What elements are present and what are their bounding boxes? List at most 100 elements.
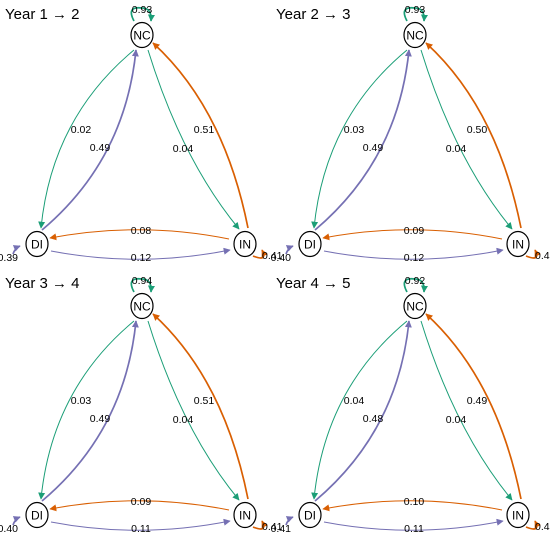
panel-title: Year 2 → 3 — [276, 6, 351, 23]
edge-label-di-to-di: 0.40 — [271, 252, 292, 264]
node-label: NC — [133, 29, 151, 43]
edge-nc-to-nc — [403, 6, 428, 22]
edge-label-in-to-nc: 0.51 — [194, 124, 215, 136]
edge-nc-to-di — [311, 320, 408, 500]
edge-di-to-di — [12, 245, 21, 255]
edge-label-nc-to-in: 0.04 — [173, 143, 194, 155]
edge-label-in-to-in: 0.41 — [535, 521, 550, 533]
panel-year-1-2: Year 1 → 2 0.02 0.49 0.040.51 0.08 0.12 0.93 0… — [0, 4, 283, 264]
node-di: DI — [298, 230, 322, 258]
edge-label-in-to-nc: 0.51 — [194, 395, 215, 407]
edge-in-to-in — [252, 520, 268, 530]
edge-nc-to-di — [38, 320, 135, 500]
node-label: NC — [133, 300, 151, 314]
node-label: DI — [304, 238, 316, 252]
edge-in-to-in — [252, 249, 268, 259]
node-label: IN — [239, 238, 251, 252]
node-in: IN — [233, 501, 257, 529]
edge-in-to-nc — [152, 42, 249, 229]
node-label: IN — [512, 509, 524, 523]
edge-label-in-to-in: 0.41 — [535, 250, 550, 262]
node-label: IN — [512, 238, 524, 252]
edge-di-to-nc — [41, 320, 139, 502]
edge-label-di-to-di: 0.41 — [271, 523, 292, 535]
edge-label-di-to-in: 0.11 — [404, 523, 424, 535]
edge-label-in-to-di: 0.10 — [404, 496, 425, 508]
edge-in-to-di — [322, 500, 503, 512]
edge-label-in-to-in: 0.41 — [262, 250, 283, 262]
edge-label-nc-to-in: 0.04 — [446, 414, 467, 426]
edge-label-di-to-in: 0.11 — [131, 523, 151, 535]
node-label: IN — [239, 509, 251, 523]
edge-nc-to-nc — [130, 6, 155, 22]
node-nc: NC — [403, 292, 427, 320]
edge-nc-to-in — [147, 49, 240, 230]
edge-in-to-di — [49, 229, 230, 241]
edge-nc-to-in — [147, 320, 240, 501]
node-di: DI — [25, 230, 49, 258]
panel-year-3-4: Year 3 → 4 0.03 0.49 0.040.51 0.09 0.11 0.94 0… — [0, 275, 283, 535]
node-in: IN — [233, 230, 257, 258]
edge-label-di-to-nc: 0.49 — [90, 413, 111, 425]
edge-label-in-to-di: 0.08 — [131, 225, 152, 237]
node-nc: NC — [130, 21, 154, 49]
edge-label-in-to-di: 0.09 — [404, 225, 425, 237]
edge-in-to-in — [525, 520, 541, 530]
edge-di-to-di — [285, 245, 294, 255]
edge-label-di-to-di: 0.39 — [0, 252, 18, 264]
node-label: NC — [406, 300, 424, 314]
edge-label-di-to-nc: 0.48 — [363, 413, 384, 425]
edge-label-in-to-nc: 0.49 — [467, 395, 488, 407]
edge-nc-to-nc — [403, 277, 428, 293]
node-di: DI — [25, 501, 49, 529]
edge-di-to-nc — [314, 320, 412, 502]
edge-di-to-di — [12, 516, 21, 526]
edge-nc-to-nc — [130, 277, 155, 293]
edge-label-di-to-nc: 0.49 — [90, 142, 111, 154]
edge-label-nc-to-nc: 0.93 — [132, 4, 153, 16]
edge-in-to-nc — [425, 313, 522, 500]
edge-label-di-to-in: 0.12 — [131, 252, 152, 264]
edge-nc-to-in — [420, 49, 513, 230]
edge-label-nc-to-nc: 0.93 — [405, 4, 426, 16]
edge-di-to-in — [50, 518, 231, 531]
edge-in-to-nc — [152, 313, 249, 500]
edge-label-in-to-nc: 0.50 — [467, 124, 488, 136]
edge-label-nc-to-di: 0.03 — [71, 395, 92, 407]
edge-nc-to-in — [420, 320, 513, 501]
edge-in-to-nc — [425, 42, 522, 229]
edge-label-in-to-in: 0.41 — [262, 521, 283, 533]
node-label: NC — [406, 29, 424, 43]
edge-label-in-to-di: 0.09 — [131, 496, 152, 508]
node-nc: NC — [130, 292, 154, 320]
edge-nc-to-di — [38, 49, 135, 229]
node-label: DI — [31, 509, 43, 523]
edge-label-di-to-in: 0.12 — [404, 252, 425, 264]
node-label: DI — [304, 509, 316, 523]
edge-label-nc-to-in: 0.04 — [173, 414, 194, 426]
edge-in-to-in — [525, 249, 541, 259]
edge-label-nc-to-nc: 0.92 — [405, 275, 426, 287]
node-in: IN — [506, 501, 530, 529]
edge-in-to-di — [322, 229, 503, 241]
node-in: IN — [506, 230, 530, 258]
edge-di-to-in — [50, 247, 231, 260]
edge-di-to-in — [323, 247, 504, 260]
node-label: DI — [31, 238, 43, 252]
edge-label-nc-to-di: 0.03 — [344, 124, 365, 136]
edge-di-to-in — [323, 518, 504, 531]
panel-title: Year 4 → 5 — [276, 275, 351, 292]
edge-di-to-di — [285, 516, 294, 526]
node-nc: NC — [403, 21, 427, 49]
edge-nc-to-di — [311, 49, 408, 229]
edge-label-di-to-nc: 0.49 — [363, 142, 384, 154]
panel-title: Year 1 → 2 — [5, 6, 80, 23]
node-di: DI — [298, 501, 322, 529]
edge-label-nc-to-di: 0.02 — [71, 124, 92, 136]
panel-title: Year 3 → 4 — [5, 275, 80, 292]
edge-di-to-nc — [314, 49, 412, 231]
edge-label-nc-to-nc: 0.94 — [132, 275, 153, 287]
